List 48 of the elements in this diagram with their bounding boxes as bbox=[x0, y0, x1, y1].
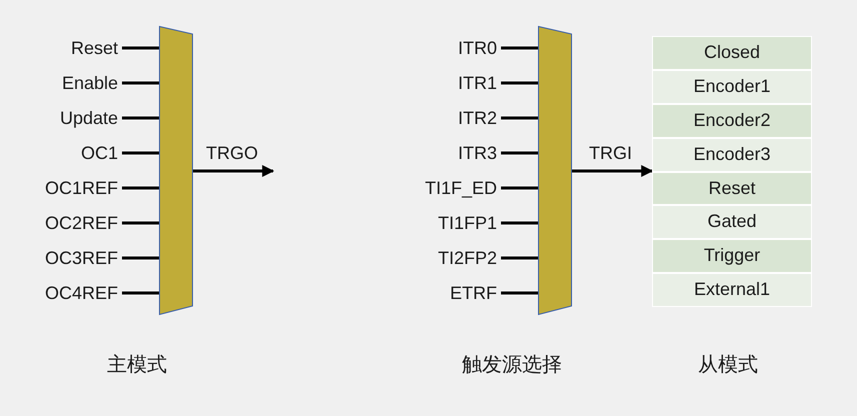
connector-line bbox=[122, 256, 159, 260]
connector-line bbox=[501, 222, 538, 224]
arrow bbox=[572, 165, 654, 177]
connector-line bbox=[501, 256, 538, 260]
table-cell: External1 bbox=[653, 274, 811, 306]
mode-table bbox=[652, 36, 812, 307]
arrow bbox=[193, 165, 274, 177]
connector-line bbox=[122, 116, 159, 120]
signal-label: OC4REF bbox=[10, 282, 118, 304]
signal-label: Reset bbox=[10, 37, 118, 59]
signal-label: ETRF bbox=[380, 282, 497, 304]
table-cell: Closed bbox=[653, 37, 811, 69]
table-cell: Trigger bbox=[653, 240, 811, 272]
connector-line bbox=[122, 46, 159, 50]
connector-line bbox=[122, 186, 159, 190]
signal-label: Enable bbox=[10, 72, 118, 94]
signal-label: OC1 bbox=[10, 142, 118, 164]
signal-label: ITR3 bbox=[380, 142, 497, 164]
table-cell: Encoder1 bbox=[653, 70, 811, 103]
connector-line bbox=[501, 152, 538, 154]
signal-label: TI1F_ED bbox=[380, 177, 497, 199]
connector-line bbox=[501, 116, 538, 120]
signal-label: TI1FP1 bbox=[380, 212, 497, 234]
table-cell: Gated bbox=[653, 206, 811, 238]
signal-label: ITR2 bbox=[380, 107, 497, 129]
connector-line bbox=[122, 292, 159, 294]
signal-label: OC1REF bbox=[10, 177, 118, 199]
connector-line bbox=[501, 46, 538, 50]
signal-label: OC2REF bbox=[10, 212, 118, 234]
connector-line bbox=[122, 152, 159, 154]
signal-label: ITR0 bbox=[380, 37, 497, 59]
multiplexer-trapezoid bbox=[538, 26, 572, 315]
signal-label: Update bbox=[10, 107, 118, 129]
node-label: 主模式 bbox=[107, 353, 167, 377]
signal-label: OC3REF bbox=[10, 247, 118, 269]
node-label: 从模式 bbox=[698, 353, 758, 377]
signal-label: TI2FP2 bbox=[380, 247, 497, 269]
connector-line bbox=[122, 222, 159, 224]
node-label: 触发源选择 bbox=[462, 353, 562, 377]
table-cell: Encoder2 bbox=[653, 104, 811, 137]
connector-line bbox=[501, 82, 538, 84]
table-cell: Reset bbox=[653, 172, 811, 204]
connector-line bbox=[122, 82, 159, 84]
table-cell: Encoder3 bbox=[653, 138, 811, 170]
connector-line bbox=[501, 292, 538, 294]
multiplexer-trapezoid bbox=[159, 26, 193, 315]
signal-label: ITR1 bbox=[380, 72, 497, 94]
connector-line bbox=[501, 186, 538, 190]
